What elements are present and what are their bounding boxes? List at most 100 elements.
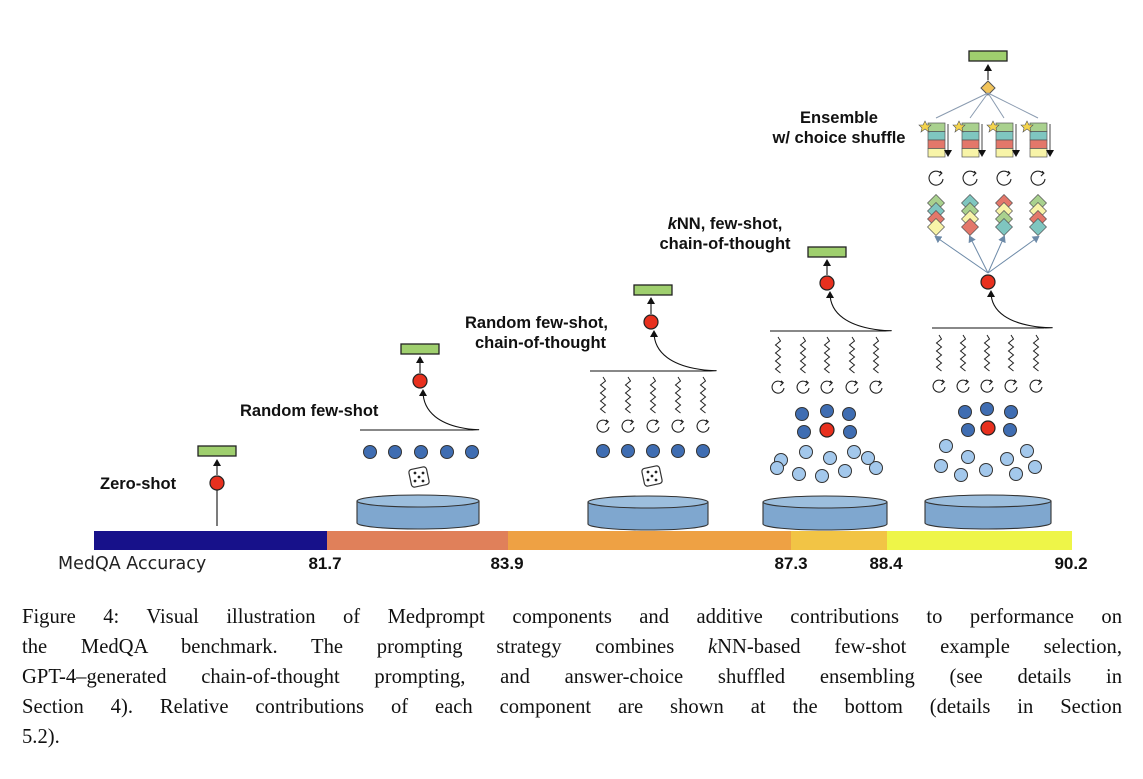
cot-squiggle (799, 336, 807, 374)
caption-line: Figure 4: Visual illustration of Medprom… (22, 606, 1122, 628)
example-dot (621, 444, 635, 458)
cycle-arrowhead (988, 379, 993, 386)
cycle-arrowhead (1012, 379, 1017, 386)
cot-squiggle (774, 336, 782, 374)
database-top (587, 495, 709, 509)
cycle-icon (996, 170, 1012, 186)
cycle-icon (1029, 379, 1043, 393)
cot-squiggle (959, 334, 967, 372)
example-dot-light (847, 445, 861, 459)
accuracy-segment (791, 531, 887, 550)
shuffled-choice (1029, 122, 1048, 132)
example-dot-light (1000, 452, 1014, 466)
example-dot (1004, 405, 1018, 419)
model-node (412, 373, 428, 389)
label-line: kNN, few-shot, (659, 214, 790, 234)
choice-card (995, 218, 1013, 236)
cycle-icon (621, 419, 635, 433)
cycle-arrowhead (779, 380, 784, 387)
cycle-arrowhead (629, 419, 634, 426)
cot-squiggle (624, 376, 632, 414)
label-line: chain-of-thought (475, 334, 607, 352)
stage-label-zero-shot: Zero-shot (100, 475, 177, 493)
fan-arrow (968, 235, 989, 274)
cycle-arrowhead (828, 380, 833, 387)
vote-line (987, 92, 1039, 119)
example-dot-light (1009, 467, 1023, 481)
fan-arrow (987, 235, 1006, 274)
cycle-icon (646, 419, 660, 433)
figure-caption: Figure 4: Visual illustration of Medprom… (22, 602, 1122, 752)
vote-line (969, 92, 989, 119)
caption-line: GPT-4–generated chain-of-thought prompti… (22, 666, 1122, 688)
shuffled-choice (927, 148, 946, 158)
dice-pip (421, 479, 425, 483)
choice-card (1029, 218, 1047, 236)
shuffled-choice (1029, 148, 1048, 158)
example-dot-light (954, 468, 968, 482)
figure-drawing (94, 50, 1072, 550)
example-dot-light (838, 464, 852, 478)
dice-pip (413, 479, 417, 483)
cycle-arrowhead (1037, 379, 1042, 386)
cot-squiggle (1032, 334, 1040, 372)
cycle-icon (771, 380, 785, 394)
cot-squiggle (935, 334, 943, 372)
cycle-icon (596, 419, 610, 433)
cot-squiggle (699, 376, 707, 414)
dice-pip (650, 474, 654, 478)
example-dot-light (961, 450, 975, 464)
choice-card (961, 218, 979, 236)
cycle-icon (1030, 170, 1046, 186)
dice-pip (413, 471, 417, 475)
cycle-icon (928, 170, 944, 186)
accuracy-axis-label: MedQA Accuracy (58, 554, 207, 574)
curved-arrow (826, 291, 892, 332)
database-top (356, 494, 480, 508)
example-dot (414, 445, 428, 459)
database-body (762, 501, 888, 531)
dice-pip (654, 478, 658, 482)
shuffled-choice (995, 122, 1014, 132)
cycle-icon (696, 419, 710, 433)
example-dot (440, 445, 454, 459)
example-dot (646, 444, 660, 458)
star-icon (1020, 120, 1034, 133)
dice-pip (417, 475, 421, 479)
cot-squiggle (599, 376, 607, 414)
model-node (980, 274, 996, 290)
cycle-icon (796, 380, 810, 394)
stage-label-ensemble: Ensemble w/ choice shuffle (773, 108, 906, 148)
label-italic-k: k (667, 215, 677, 233)
example-dot-light (770, 461, 784, 475)
shuffled-choice (961, 122, 980, 132)
dice-pip (646, 470, 650, 474)
dice-pip (646, 478, 650, 482)
star-icon (952, 120, 966, 133)
cot-squiggle (649, 376, 657, 414)
example-dot-light (979, 463, 993, 477)
accuracy-segment (327, 531, 508, 550)
shuffled-choice (961, 131, 980, 141)
shuffled-choice (1029, 139, 1048, 149)
example-dot-light (869, 461, 883, 475)
choice-card (927, 218, 945, 236)
curved-arrow (987, 290, 1053, 329)
shuffled-choice (995, 148, 1014, 158)
accuracy-tick: 83.9 (490, 554, 524, 573)
example-dot (842, 407, 856, 421)
caption-line: the MedQA benchmark. The prompting strat… (22, 636, 1122, 658)
example-dot-light (861, 451, 875, 465)
label-line: Ensemble (800, 109, 878, 127)
cot-squiggle (674, 376, 682, 414)
accuracy-segment (887, 531, 1072, 550)
accuracy-tick: 87.3 (774, 554, 808, 573)
star-icon (918, 120, 932, 133)
shuffled-choice (1029, 131, 1048, 141)
cycle-icon (932, 379, 946, 393)
dice-pip (654, 470, 658, 474)
example-dot (1003, 423, 1017, 437)
example-dot-light (792, 467, 806, 481)
example-dot-light (939, 439, 953, 453)
cot-squiggle (1007, 334, 1015, 372)
